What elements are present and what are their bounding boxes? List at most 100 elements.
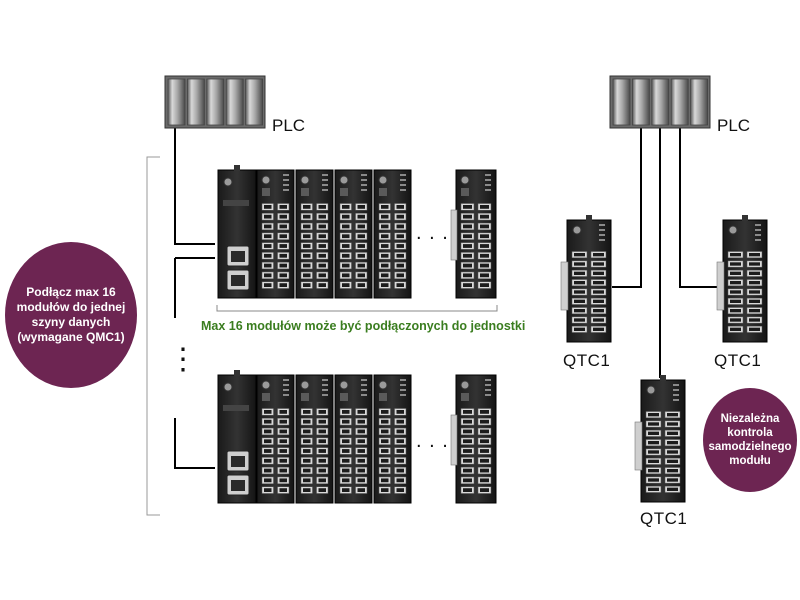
module-led (283, 179, 289, 181)
terminal-slot (396, 224, 404, 229)
module-side-clip (450, 209, 458, 261)
terminal-slot (667, 422, 678, 426)
module-row-top (217, 165, 497, 299)
plc-slot (612, 78, 631, 126)
plc-rack-icon (609, 75, 711, 129)
terminal-slot (264, 488, 272, 492)
module-dial (300, 175, 310, 185)
terminal-slot (480, 283, 489, 287)
terminal-slot (396, 273, 404, 278)
terminal-slot (279, 253, 287, 258)
terminal-slot (648, 422, 659, 426)
terminal-slot (396, 234, 404, 239)
terminal-slot (381, 244, 389, 248)
terminal-slot (480, 439, 489, 444)
terminal-slot (303, 224, 311, 229)
ethernet-port-socket (231, 251, 245, 262)
terminal-slot (381, 449, 389, 453)
terminal-slot (381, 458, 389, 463)
terminal-slot (593, 309, 604, 313)
module-led (599, 224, 605, 226)
module-dial (339, 380, 349, 390)
terminal-slot (480, 244, 489, 248)
terminal-slot (396, 478, 404, 483)
terminal-slot (264, 263, 272, 268)
terminal-slot (667, 487, 678, 491)
terminal-slot (749, 262, 760, 266)
terminal-slot (480, 429, 489, 434)
terminal-slot (574, 281, 585, 285)
terminal-slot (480, 458, 489, 463)
ethernet-port-socket (231, 275, 245, 286)
plc-rack-icon (164, 75, 266, 129)
bubble-line: Niezależna (720, 413, 780, 425)
module-indicator (461, 393, 469, 401)
terminal-slot (342, 468, 350, 473)
module-led (599, 239, 605, 241)
module-led (322, 384, 328, 386)
terminal-slot (381, 468, 389, 473)
module-indicator (379, 393, 387, 401)
module-range-bracket (216, 305, 498, 312)
terminal-slot (381, 478, 389, 483)
module-dial (728, 225, 738, 235)
module-indicator (301, 188, 309, 196)
terminal-slot (480, 449, 489, 453)
terminal-slot (357, 429, 365, 434)
qtc1-module-icon (560, 215, 612, 343)
terminal-slot (381, 410, 389, 414)
terminal-slot (279, 478, 287, 483)
plc-slot (690, 78, 708, 126)
terminal-slot (318, 205, 326, 209)
terminal-slot (303, 263, 311, 268)
module-connector (586, 215, 592, 221)
module-indicator (262, 188, 270, 196)
terminal-slot (279, 429, 287, 434)
module-led (283, 394, 289, 396)
terminal-slot (342, 224, 350, 229)
terminal-slot (264, 273, 272, 278)
plc-slot (632, 78, 650, 126)
max-modules-note: Max 16 modułów może być podłączonych do … (201, 319, 526, 333)
terminal-slot (463, 439, 472, 444)
terminal-slot (279, 273, 287, 278)
terminal-slot (318, 410, 326, 414)
terminal-slot (303, 429, 311, 434)
terminal-slot (357, 205, 365, 209)
module-connector (234, 165, 240, 171)
terminal-slot (749, 290, 760, 294)
module-led (755, 229, 761, 231)
terminal-slot (303, 478, 311, 483)
module-dial (339, 175, 349, 185)
terminal-slot (318, 429, 326, 434)
plc-label-left: PLC (272, 116, 306, 135)
terminal-slot (667, 413, 678, 417)
terminal-slot (480, 468, 489, 473)
terminal-slot (342, 253, 350, 258)
terminal-slot (730, 290, 741, 294)
terminal-slot (463, 488, 472, 492)
qtc1-module-icon (634, 375, 686, 503)
terminal-slot (593, 318, 604, 322)
module-led (599, 229, 605, 231)
terminal-slot (357, 458, 365, 463)
terminal-slot (303, 458, 311, 463)
terminal-slot (648, 450, 659, 454)
terminal-slot (574, 271, 585, 275)
terminal-slot (279, 488, 287, 492)
module-ellipsis-top: . . . (416, 222, 449, 244)
terminal-slot (357, 214, 365, 219)
terminal-slot (667, 469, 678, 473)
terminal-slot (279, 205, 287, 209)
terminal-slot (342, 439, 350, 444)
terminal-slot (648, 478, 659, 482)
terminal-slot (480, 273, 489, 278)
module-dial (223, 177, 233, 187)
terminal-slot (318, 458, 326, 463)
terminal-slot (279, 214, 287, 219)
module-led (400, 184, 406, 186)
module-dial (460, 380, 470, 390)
terminal-slot (749, 271, 760, 275)
terminal-slot (357, 419, 365, 424)
